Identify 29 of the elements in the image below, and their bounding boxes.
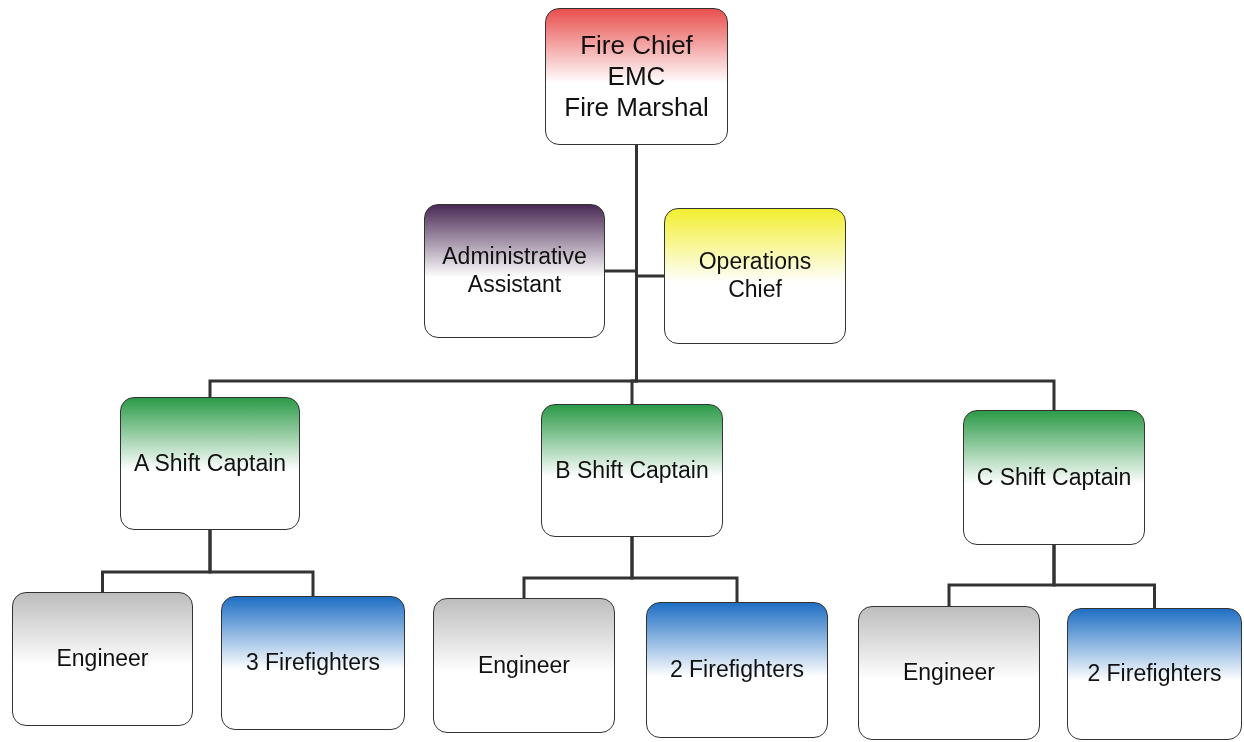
role-box xyxy=(1067,608,1242,740)
role-title: Engineer xyxy=(56,645,149,673)
connector-line xyxy=(208,530,315,596)
role-box xyxy=(12,592,193,726)
role-box xyxy=(963,410,1145,545)
role-title: Fire Marshal xyxy=(564,92,709,124)
role-box xyxy=(664,208,846,344)
role-box xyxy=(424,204,605,338)
role-box xyxy=(646,602,828,738)
role-title: A Shift Captain xyxy=(133,449,287,478)
role-title: B Shift Captain xyxy=(555,456,709,485)
role-title: Operations Chief xyxy=(697,248,813,304)
role-box xyxy=(120,397,300,530)
role-title: 2 Firefighters xyxy=(1087,660,1222,688)
role-box xyxy=(433,598,615,733)
connector-line xyxy=(630,537,739,602)
role-title: Engineer xyxy=(477,651,571,680)
role-title: C Shift Captain xyxy=(976,463,1132,492)
role-title: Engineer xyxy=(902,659,996,687)
role-title: EMC xyxy=(607,60,666,93)
connector-line xyxy=(1052,545,1156,608)
role-title: 3 Firefighters xyxy=(245,649,381,677)
role-box xyxy=(858,606,1040,740)
role-box xyxy=(221,596,405,730)
role-title: Administrative Assistant xyxy=(441,243,588,299)
role-title: 2 Firefighters xyxy=(669,656,805,684)
role-title: Fire Chief xyxy=(580,29,693,61)
role-box xyxy=(545,8,728,145)
role-box xyxy=(541,404,723,537)
